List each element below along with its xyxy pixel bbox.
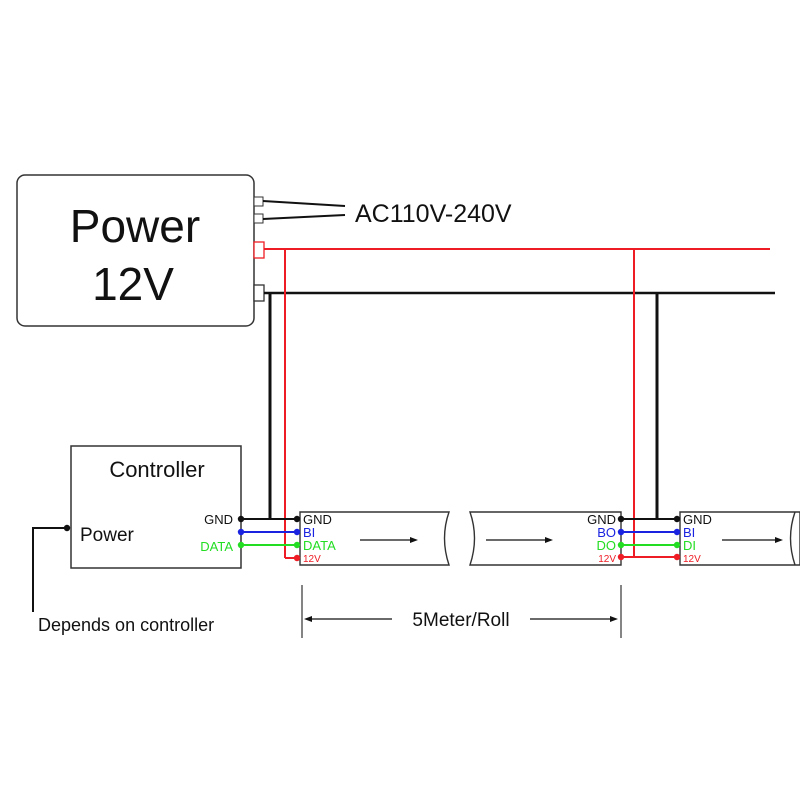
ac-terminal-1 bbox=[253, 196, 264, 207]
power-supply-title: Power bbox=[70, 200, 200, 252]
strip-3-di-dot bbox=[673, 541, 681, 549]
strip-3-bi-label: BI bbox=[683, 525, 695, 540]
ac-lead-2 bbox=[262, 214, 346, 220]
dc-negative-terminal bbox=[253, 284, 265, 302]
strip-3-12v-label: 12V bbox=[683, 554, 701, 565]
controller-box bbox=[70, 445, 242, 569]
strip-2-gnd-label: GND bbox=[587, 512, 616, 527]
controller-data-dot bbox=[237, 541, 245, 549]
controller-gnd-label: GND bbox=[204, 512, 233, 527]
strip-1-data-dot bbox=[293, 541, 301, 549]
controller-gnd-dot bbox=[237, 515, 245, 523]
strip-2-12v-label: 12V bbox=[598, 554, 616, 565]
controller-title: Controller bbox=[109, 457, 204, 482]
roll-length-label: 5Meter/Roll bbox=[412, 610, 509, 631]
controller-note: Depends on controller bbox=[38, 615, 214, 635]
ac-input-label: AC110V-240V bbox=[355, 200, 512, 228]
ac-lead-1 bbox=[262, 200, 346, 207]
strip-3-gnd-dot bbox=[673, 515, 681, 523]
strip-1-body bbox=[299, 511, 450, 566]
controller-power-wire bbox=[32, 527, 67, 612]
strip-2-arrow-head bbox=[545, 537, 553, 543]
ac-terminal-2 bbox=[253, 213, 264, 224]
controller-bi-dot bbox=[237, 528, 245, 536]
strip-3-bi-dot bbox=[673, 528, 681, 536]
strip-3-body bbox=[679, 511, 800, 566]
strip-1-bi-dot bbox=[293, 528, 301, 536]
strip-1-12v-dot bbox=[293, 554, 301, 562]
controller-data-label: DATA bbox=[200, 539, 233, 554]
strip-1-gnd-label: GND bbox=[303, 512, 332, 527]
power-supply-voltage: 12V bbox=[92, 258, 174, 310]
strip-3-gnd-label: GND bbox=[683, 512, 712, 527]
strip-1-arrow-head bbox=[410, 537, 418, 543]
strip-2-bo-label: BO bbox=[597, 525, 616, 540]
strip-1-12v-label: 12V bbox=[303, 554, 321, 565]
strip-3-di-label: DI bbox=[683, 538, 696, 553]
strip-1-bi-label: BI bbox=[303, 525, 315, 540]
strip-2-do-label: DO bbox=[597, 538, 617, 553]
strip-1-data-label: DATA bbox=[303, 538, 336, 553]
dc-positive-terminal bbox=[253, 241, 265, 259]
dimension-left-arrow bbox=[304, 616, 312, 622]
dimension-right-arrow bbox=[610, 616, 618, 622]
strip-3-arrow-head bbox=[775, 537, 783, 543]
strip-1-gnd-dot bbox=[293, 515, 301, 523]
strip-3-12v-dot bbox=[673, 553, 681, 561]
controller-power-label: Power bbox=[80, 525, 135, 546]
